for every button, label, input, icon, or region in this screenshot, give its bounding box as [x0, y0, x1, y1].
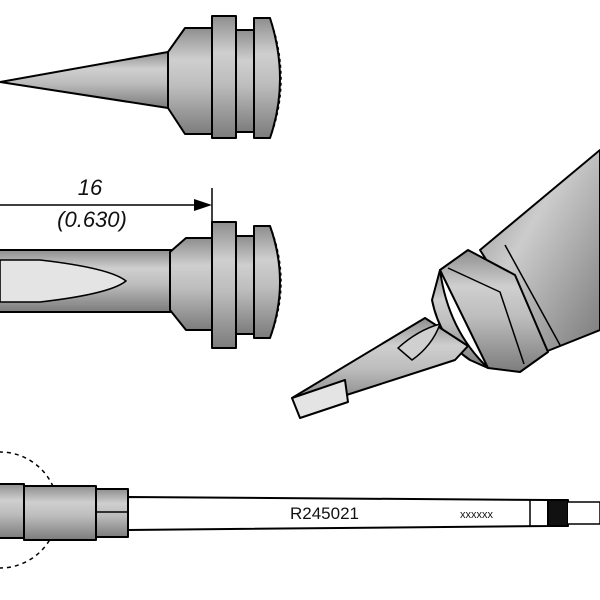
length-dimension: 16 (0.630) — [0, 175, 213, 232]
dimension-value: 16 — [78, 175, 103, 200]
conical-tip-shoulder — [167, 27, 213, 135]
chisel-tip-tinned-face — [0, 259, 127, 303]
perspective-blade-face — [397, 323, 441, 361]
dimension-arrow — [194, 199, 212, 211]
chisel-tip-ring — [211, 221, 237, 349]
marking-code-label: xxxxxx — [460, 509, 494, 521]
cartridge-tip-stub — [0, 483, 25, 539]
cartridge-grip — [95, 488, 129, 538]
perspective-cartridge-view — [291, 149, 600, 419]
perspective-tube-edge — [504, 244, 561, 346]
perspective-ring-detail — [447, 267, 525, 365]
perspective-tinned-end — [291, 379, 349, 419]
conical-tip-break-line — [269, 17, 282, 139]
conical-tip-ring — [211, 15, 237, 139]
conical-tip-neck — [235, 29, 255, 133]
chisel-tip-shoulder — [169, 237, 213, 331]
part-number-label: R245021 — [290, 504, 359, 523]
chisel-tip-break-line — [269, 225, 282, 339]
cartridge-collar — [23, 485, 97, 541]
conical-tip-taper — [0, 51, 169, 109]
dimension-value-inch: (0.630) — [57, 207, 127, 232]
cartridge-connector-end — [568, 501, 600, 525]
chisel-tip-neck — [235, 235, 255, 335]
cartridge-shaft-band — [547, 499, 569, 527]
chisel-tip-view — [0, 221, 282, 349]
full-cartridge-view — [0, 451, 600, 569]
conical-tip-view — [0, 15, 282, 139]
